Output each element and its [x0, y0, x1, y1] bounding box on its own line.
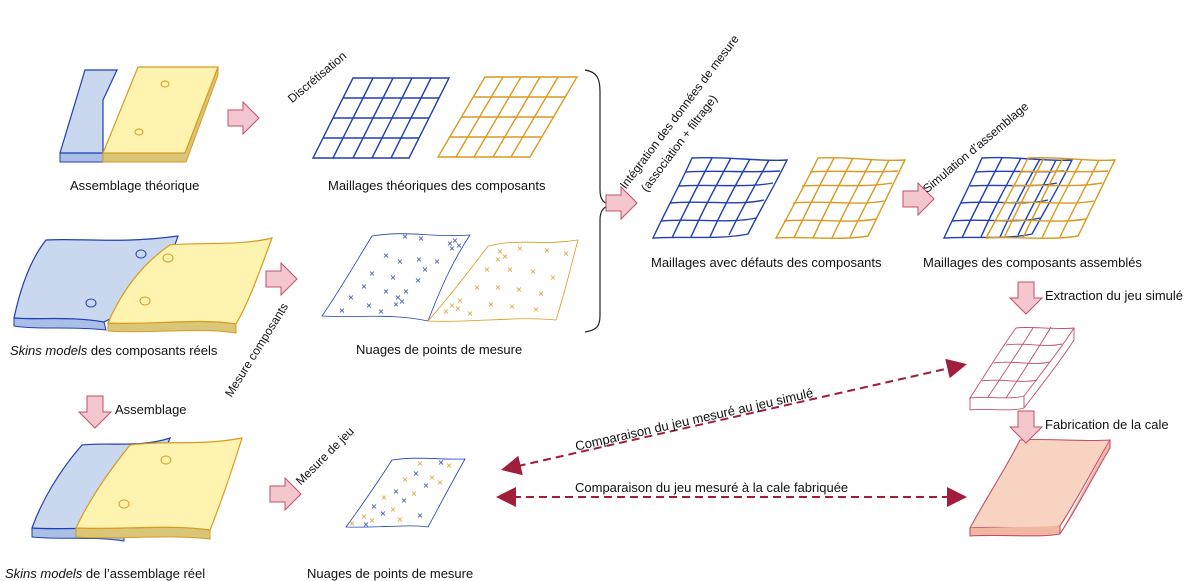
svg-text:×: ×: [484, 265, 491, 274]
svg-text:×: ×: [361, 282, 368, 291]
svg-text:×: ×: [474, 283, 481, 292]
svg-text:×: ×: [507, 265, 514, 274]
svg-text:×: ×: [390, 505, 397, 514]
svg-text:×: ×: [502, 252, 509, 261]
svg-text:×: ×: [488, 300, 495, 309]
svg-text:×: ×: [455, 304, 462, 313]
defect-meshes: [651, 156, 907, 239]
label-maillages-assembles: Maillages des composants assemblés: [923, 255, 1142, 270]
svg-text:×: ×: [363, 520, 370, 529]
svg-text:×: ×: [517, 244, 524, 253]
svg-text:×: ×: [456, 241, 463, 250]
svg-text:×: ×: [452, 236, 459, 245]
svg-text:×: ×: [369, 269, 376, 278]
theoretical-assembly-plates: [59, 66, 219, 163]
svg-text:×: ×: [516, 285, 523, 294]
svg-text:×: ×: [399, 297, 406, 306]
label-assemblage-theorique: Assemblage théorique: [70, 178, 200, 193]
svg-text:×: ×: [437, 478, 444, 487]
svg-text:×: ×: [544, 246, 551, 255]
dashed-double-arrow-icon: [496, 358, 967, 507]
label-skins-models-assemblage: Skins models de l’assemblage réel: [5, 566, 205, 581]
svg-text:×: ×: [380, 509, 387, 518]
svg-text:×: ×: [418, 234, 425, 243]
svg-text:×: ×: [415, 276, 422, 285]
svg-text:×: ×: [497, 247, 504, 256]
svg-text:×: ×: [457, 296, 464, 305]
svg-text:×: ×: [402, 232, 409, 241]
block-arrow-icon: [77, 100, 1044, 512]
fabricated-shim: [969, 438, 1112, 537]
svg-text:×: ×: [416, 255, 423, 264]
assembled-meshes: [942, 156, 1117, 239]
label-nuages-points-2: Nuages de points de mesure: [307, 566, 474, 581]
svg-text:×: ×: [438, 458, 445, 467]
svg-text:×: ×: [417, 459, 424, 468]
svg-text:×: ×: [378, 307, 385, 316]
svg-text:×: ×: [361, 512, 368, 521]
svg-text:×: ×: [393, 487, 400, 496]
simulated-gap-wireframe: [969, 326, 1075, 411]
svg-text:×: ×: [423, 481, 430, 490]
skins-assemblage-italic: Skins models: [5, 566, 83, 581]
svg-text:×: ×: [443, 307, 450, 316]
svg-text:×: ×: [393, 300, 400, 309]
svg-text:×: ×: [509, 302, 516, 311]
svg-text:×: ×: [434, 257, 441, 266]
svg-text:×: ×: [495, 283, 502, 292]
point-clouds-components: ×××××× ×××××× ×××××× ×××××× ×××××× ×××××…: [321, 232, 579, 322]
skins-models-rest: des composants réels: [87, 343, 218, 358]
svg-text:×: ×: [366, 301, 373, 310]
theoretical-meshes: [311, 76, 579, 159]
svg-text:×: ×: [563, 249, 570, 258]
svg-text:×: ×: [533, 305, 540, 314]
svg-text:×: ×: [395, 293, 402, 302]
skins-assemblage-rest: de l’assemblage réel: [82, 566, 206, 581]
svg-text:×: ×: [449, 244, 456, 253]
svg-text:×: ×: [381, 493, 388, 502]
svg-text:×: ×: [349, 519, 356, 528]
label-maillages-defauts: Maillages avec défauts des composants: [651, 255, 882, 270]
label-skins-models-composants: Skins models des composants réels: [10, 343, 217, 359]
svg-text:×: ×: [339, 306, 346, 315]
svg-text:×: ×: [447, 239, 454, 248]
label-comparaison-cale: Comparaison du jeu mesuré à la cale fabr…: [575, 480, 849, 495]
svg-text:×: ×: [371, 502, 378, 511]
svg-text:×: ×: [422, 265, 429, 274]
svg-text:×: ×: [397, 515, 404, 524]
svg-text:×: ×: [538, 289, 545, 298]
svg-text:×: ×: [449, 301, 456, 310]
svg-text:×: ×: [467, 309, 474, 318]
svg-text:×: ×: [429, 473, 436, 482]
gap-point-cloud: ××× ××× ××× ××× ××× ××× ×××: [345, 457, 466, 529]
svg-text:×: ×: [383, 287, 390, 296]
svg-text:×: ×: [403, 287, 410, 296]
svg-text:×: ×: [390, 273, 397, 282]
label-fabrication: Fabrication de la cale: [1045, 417, 1169, 432]
svg-text:×: ×: [446, 461, 453, 470]
label-maillages-theoriques: Maillages théoriques des composants: [328, 178, 546, 193]
label-extraction: Extraction du jeu simulé: [1045, 288, 1184, 303]
svg-text:×: ×: [413, 469, 420, 478]
svg-text:×: ×: [417, 511, 424, 520]
label-nuages-points-1: Nuages de points de mesure: [356, 342, 523, 357]
svg-text:×: ×: [397, 257, 404, 266]
svg-text:×: ×: [369, 516, 376, 525]
svg-text:×: ×: [530, 267, 537, 276]
svg-text:×: ×: [550, 273, 557, 282]
svg-text:×: ×: [411, 489, 418, 498]
skin-models-components: [13, 235, 273, 334]
label-assemblage: Assemblage: [115, 402, 187, 417]
svg-text:×: ×: [401, 496, 408, 505]
svg-text:×: ×: [348, 293, 355, 302]
svg-text:×: ×: [495, 255, 502, 264]
skins-models-italic: Skins models: [10, 343, 88, 358]
real-assembly-skins: [31, 437, 243, 542]
svg-text:×: ×: [402, 475, 409, 484]
svg-text:×: ×: [383, 251, 390, 260]
